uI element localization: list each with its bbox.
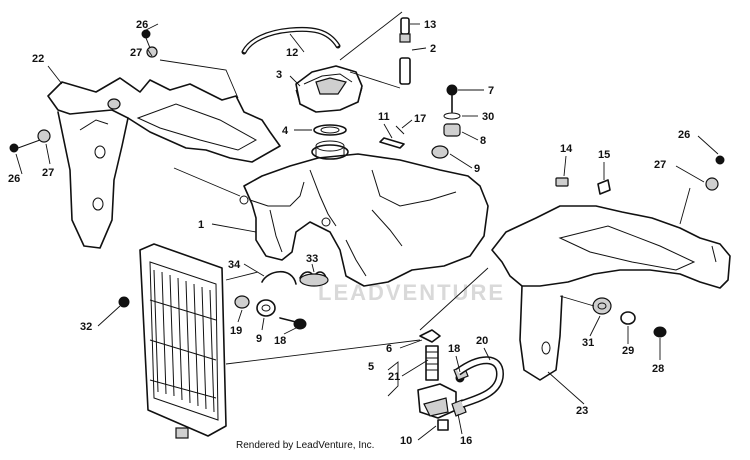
callout-c26c: 26 (678, 129, 690, 141)
cap-gasket (313, 124, 347, 136)
callout-c34: 34 (228, 259, 241, 271)
callout-c20: 20 (476, 335, 488, 347)
spring-33 (299, 271, 329, 287)
callout-c23: 23 (576, 405, 588, 417)
callout-c19: 19 (230, 325, 242, 337)
callout-c18a: 18 (274, 335, 286, 347)
radiator (118, 243, 227, 439)
callout-c27c: 27 (654, 159, 666, 171)
breather-valve (399, 17, 411, 85)
tank-bolt-stack (431, 84, 461, 159)
fuel-tank (239, 140, 489, 287)
callout-c18b: 18 (448, 343, 460, 355)
callout-c14: 14 (560, 143, 573, 155)
fuel-line-20 (455, 356, 505, 408)
watermark: LEADVENTURE (318, 280, 505, 305)
bolt-26-top (141, 29, 158, 58)
fuel-cap (295, 65, 363, 113)
mount-34 (261, 270, 297, 285)
mount-31 (592, 297, 612, 315)
grommet-9 (256, 299, 276, 317)
callout-c32: 32 (80, 321, 92, 333)
callout-c1: 1 (198, 219, 204, 231)
callout-c15: 15 (598, 149, 610, 161)
callout-c31: 31 (582, 337, 594, 349)
callout-c13: 13 (424, 19, 436, 31)
callout-c11: 11 (378, 111, 390, 123)
bolt-28 (653, 326, 667, 338)
callout-c16: 16 (460, 435, 472, 447)
right-shroud (491, 205, 731, 381)
left-shroud (47, 77, 281, 249)
callout-c10: 10 (400, 435, 412, 447)
callout-c9a: 9 (474, 163, 480, 175)
callout-c12: 12 (286, 47, 298, 59)
callout-c22: 22 (32, 53, 44, 65)
washer-29 (620, 311, 636, 325)
bolt-26-right (705, 155, 725, 191)
callout-c6: 6 (386, 343, 392, 355)
clip-14 (555, 177, 569, 187)
fuel-petcock (417, 329, 469, 431)
callout-c27b: 27 (42, 167, 54, 179)
callout-c26a: 26 (136, 19, 148, 31)
callout-c4: 4 (282, 125, 289, 137)
tank-strap (379, 125, 405, 149)
label-leaders (15, 23, 719, 441)
bolt-26-left (9, 129, 51, 153)
callout-c9b: 9 (256, 333, 262, 345)
grommet-19 (234, 295, 250, 309)
callout-c33: 33 (306, 253, 318, 265)
callout-c8: 8 (480, 135, 486, 147)
callout-c7: 7 (488, 85, 494, 97)
clip-15 (597, 179, 611, 195)
callout-c2: 2 (430, 43, 436, 55)
callout-c21: 21 (388, 371, 400, 383)
callout-labels: 26 27 22 12 13 2 3 7 30 4 11 17 8 9 26 2… (8, 19, 690, 447)
callout-c17: 17 (414, 113, 426, 125)
callout-c3: 3 (276, 69, 282, 81)
callout-c30: 30 (482, 111, 494, 123)
callout-c28: 28 (652, 363, 664, 375)
credit-line: Rendered by LeadVenture, Inc. (236, 440, 375, 451)
breather-hose (241, 26, 341, 55)
callout-c27a: 27 (130, 47, 142, 59)
callout-c26b: 26 (8, 173, 20, 185)
bolt-18 (279, 317, 307, 330)
callout-c5: 5 (368, 361, 374, 373)
callout-c29: 29 (622, 345, 634, 357)
